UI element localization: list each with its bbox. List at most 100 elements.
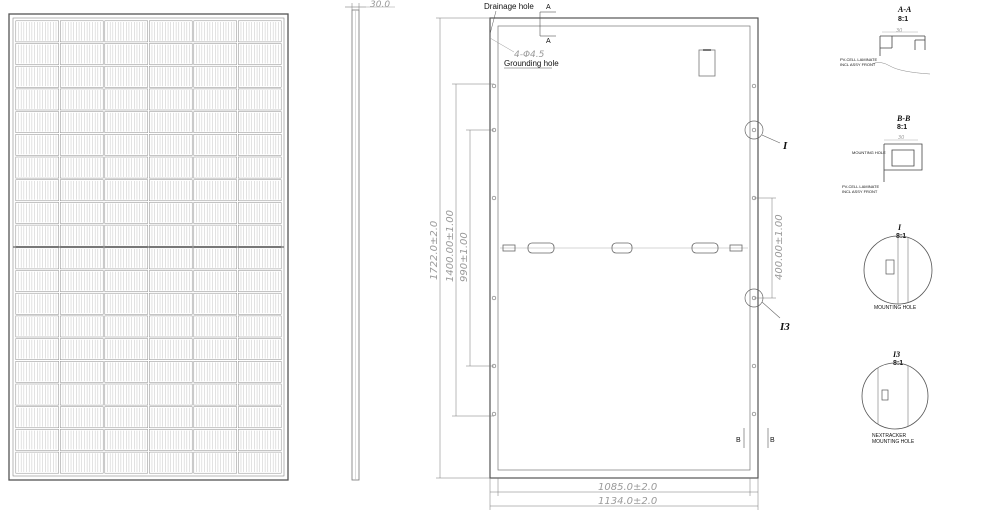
detail-i3-caption-2: MOUNTING HOLE — [872, 439, 915, 445]
front-view — [8, 13, 289, 481]
rear-frame-inner — [497, 25, 751, 471]
solar-cell — [104, 65, 148, 88]
section-b-marker-right: B — [770, 437, 775, 444]
solar-cell — [15, 88, 59, 111]
solar-cell — [193, 315, 237, 338]
solar-cell — [60, 383, 104, 406]
solar-cell — [15, 292, 59, 315]
solar-cell — [193, 361, 237, 383]
solar-cell — [60, 20, 104, 43]
solar-cell — [149, 451, 193, 474]
thickness-dimension: 30.0 — [370, 0, 390, 10]
solar-cell — [15, 406, 59, 429]
detail-i3-callout — [744, 288, 764, 308]
solar-cell — [104, 134, 148, 156]
section-aa-note-1: PV-CELL LAMINATE — [840, 57, 877, 62]
solar-cell — [149, 270, 193, 292]
solar-cell — [193, 43, 237, 65]
horizontal-dimension-lines — [489, 478, 759, 510]
solar-cell — [238, 406, 282, 429]
solar-cell — [149, 429, 193, 451]
solar-cell — [15, 338, 59, 360]
detail-i-view: I 8:1 MOUNTING HOLE — [863, 223, 933, 311]
solar-cell — [238, 383, 282, 406]
height-total-dim: 1722.0±2.0 — [429, 221, 440, 280]
section-aa-scale: 8:1 — [898, 16, 908, 23]
solar-cell — [104, 111, 148, 133]
solar-cell — [15, 315, 59, 338]
section-a-marker-bottom: A — [546, 38, 551, 45]
solar-cell — [238, 429, 282, 451]
solar-cell — [238, 361, 282, 383]
solar-cell — [104, 292, 148, 315]
detail-i3-view: I3 8:1 NEXTRACKER MOUNTING HOLE — [861, 350, 929, 445]
solar-cell — [238, 43, 282, 65]
front-frame-outer — [8, 13, 289, 481]
detail-i3-marker: I3 — [779, 321, 790, 333]
vertical-dimension-lines — [436, 17, 776, 479]
solar-cell — [60, 361, 104, 383]
solar-cell — [104, 224, 148, 247]
solar-cell — [104, 406, 148, 429]
detail-i-title: I — [897, 223, 902, 232]
mounting-holes — [491, 83, 757, 417]
solar-cell — [104, 383, 148, 406]
solar-cell — [193, 134, 237, 156]
solar-cell — [193, 406, 237, 429]
solar-cell — [238, 338, 282, 360]
solar-cell — [104, 88, 148, 111]
solar-cell — [238, 65, 282, 88]
section-bb-note-1: PV-CELL LAMINATE — [842, 184, 879, 189]
solar-cell — [149, 338, 193, 360]
width-total-dim: 1134.0±2.0 — [598, 496, 657, 507]
solar-cell — [193, 338, 237, 360]
solar-cell — [104, 20, 148, 43]
solar-cell — [149, 43, 193, 65]
solar-cell — [193, 156, 237, 179]
section-bb-hole-label: MOUNTING HOLE — [852, 150, 886, 155]
solar-cell — [15, 202, 59, 224]
solar-cell — [193, 88, 237, 111]
solar-cell — [149, 179, 193, 202]
solar-cell — [149, 88, 193, 111]
mount-spacing-dim: 400.00±1.00 — [774, 214, 785, 280]
section-bb-width: 30 — [898, 135, 904, 141]
solar-cell — [193, 270, 237, 292]
section-aa-width: 30 — [896, 28, 902, 34]
solar-cell — [193, 383, 237, 406]
solar-cell — [149, 20, 193, 43]
solar-cell — [238, 134, 282, 156]
solar-cell — [15, 361, 59, 383]
solar-cell — [15, 451, 59, 474]
solar-cell — [15, 179, 59, 202]
solar-cell — [60, 451, 104, 474]
solar-cell — [149, 292, 193, 315]
section-bb-detail: B-B 8:1 30 MOUNTING HOLE PV-CELL LAMINAT… — [842, 114, 923, 194]
section-a-marker-top: A — [546, 4, 551, 11]
solar-cell — [238, 270, 282, 292]
solar-cell — [104, 179, 148, 202]
solar-cell — [193, 202, 237, 224]
solar-cell — [238, 202, 282, 224]
solar-cell — [193, 65, 237, 88]
solar-cell — [15, 383, 59, 406]
solar-cell — [60, 224, 104, 247]
detail-i-marker: I — [782, 140, 788, 152]
solar-cell — [104, 429, 148, 451]
detail-i3-title: I3 — [892, 350, 900, 359]
solar-cell — [149, 315, 193, 338]
solar-cell — [60, 406, 104, 429]
solar-cell — [238, 224, 282, 247]
solar-cell — [15, 43, 59, 65]
solar-cell — [104, 270, 148, 292]
section-bb-title: B-B — [896, 114, 911, 123]
solar-cell — [193, 179, 237, 202]
solar-cell — [104, 43, 148, 65]
solar-cell — [238, 247, 282, 270]
solar-cell — [15, 156, 59, 179]
solar-cell — [193, 429, 237, 451]
solar-cell — [60, 270, 104, 292]
detail-i3-caption-1: NEXTRACKER — [872, 433, 907, 439]
detail-i3-circle — [861, 362, 929, 430]
solar-cell — [15, 65, 59, 88]
